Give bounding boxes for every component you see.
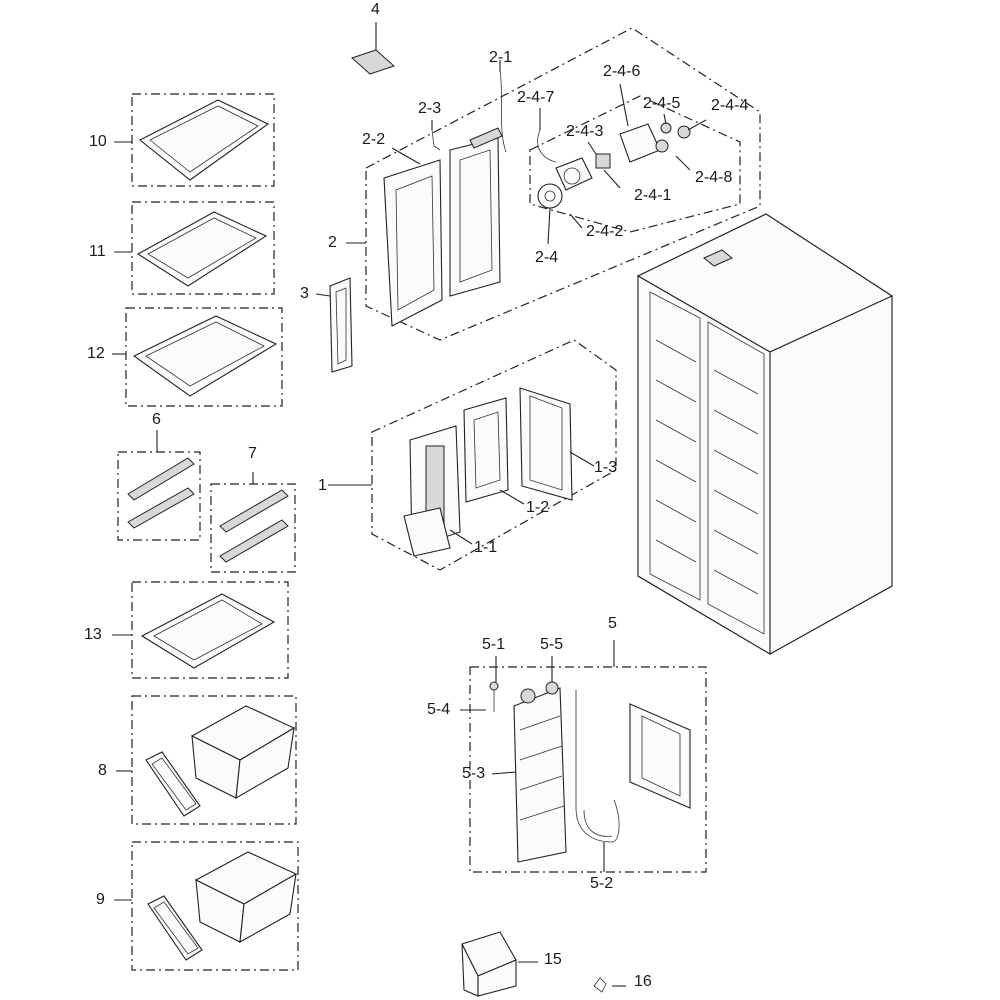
label-3: 3 — [300, 285, 309, 302]
label-2-1: 2-1 — [489, 49, 513, 66]
part-15-group — [461, 931, 538, 997]
label-2-2: 2-2 — [362, 131, 386, 148]
label-8: 8 — [98, 762, 107, 779]
drawer-8-group — [116, 695, 297, 825]
label-5-5: 5-5 — [540, 636, 564, 653]
shelf-10-group — [114, 93, 275, 187]
label-5-2: 5-2 — [590, 875, 614, 892]
shelf-11-group — [114, 201, 275, 295]
rail-7-group — [210, 472, 296, 573]
label-2-4-2: 2-4-2 — [586, 223, 624, 240]
label-5-4: 5-4 — [427, 701, 451, 718]
rail-6-group — [117, 430, 201, 541]
group-2-assembly — [346, 27, 761, 341]
label-2-3: 2-3 — [418, 100, 442, 117]
label-1-1: 1-1 — [474, 539, 498, 556]
drawer-9-group — [114, 841, 299, 971]
label-2-4-7: 2-4-7 — [517, 89, 555, 106]
label-2-4-5: 2-4-5 — [643, 95, 681, 112]
shelf-12-group — [112, 307, 283, 407]
label-15: 15 — [544, 951, 562, 968]
label-5: 5 — [608, 615, 617, 632]
label-13: 13 — [84, 626, 102, 643]
label-12: 12 — [87, 345, 105, 362]
label-1-3: 1-3 — [594, 459, 618, 476]
shelf-13-group — [112, 581, 289, 679]
part-16-group — [593, 977, 626, 993]
label-1: 1 — [318, 477, 327, 494]
label-5-3: 5-3 — [462, 765, 486, 782]
label-7: 7 — [248, 445, 257, 462]
label-2-4-4: 2-4-4 — [711, 97, 749, 114]
label-11: 11 — [89, 243, 106, 260]
label-16: 16 — [634, 973, 652, 990]
label-2-4-1: 2-4-1 — [634, 187, 672, 204]
label-10: 10 — [89, 133, 107, 150]
label-2-4-3: 2-4-3 — [566, 123, 604, 140]
part-4-group — [351, 22, 395, 75]
label-2-4-8: 2-4-8 — [695, 169, 733, 186]
label-2-4-6: 2-4-6 — [603, 63, 641, 80]
part-3-group — [315, 277, 353, 373]
label-5-1: 5-1 — [482, 636, 506, 653]
group-1-assembly — [328, 339, 617, 571]
cabinet-group — [636, 213, 894, 655]
label-1-2: 1-2 — [526, 499, 550, 516]
label-2: 2 — [328, 234, 337, 251]
label-2-4: 2-4 — [535, 249, 559, 266]
label-4: 4 — [371, 1, 380, 18]
label-9: 9 — [96, 891, 105, 908]
group-5-assembly — [460, 640, 707, 873]
label-6: 6 — [152, 411, 161, 428]
